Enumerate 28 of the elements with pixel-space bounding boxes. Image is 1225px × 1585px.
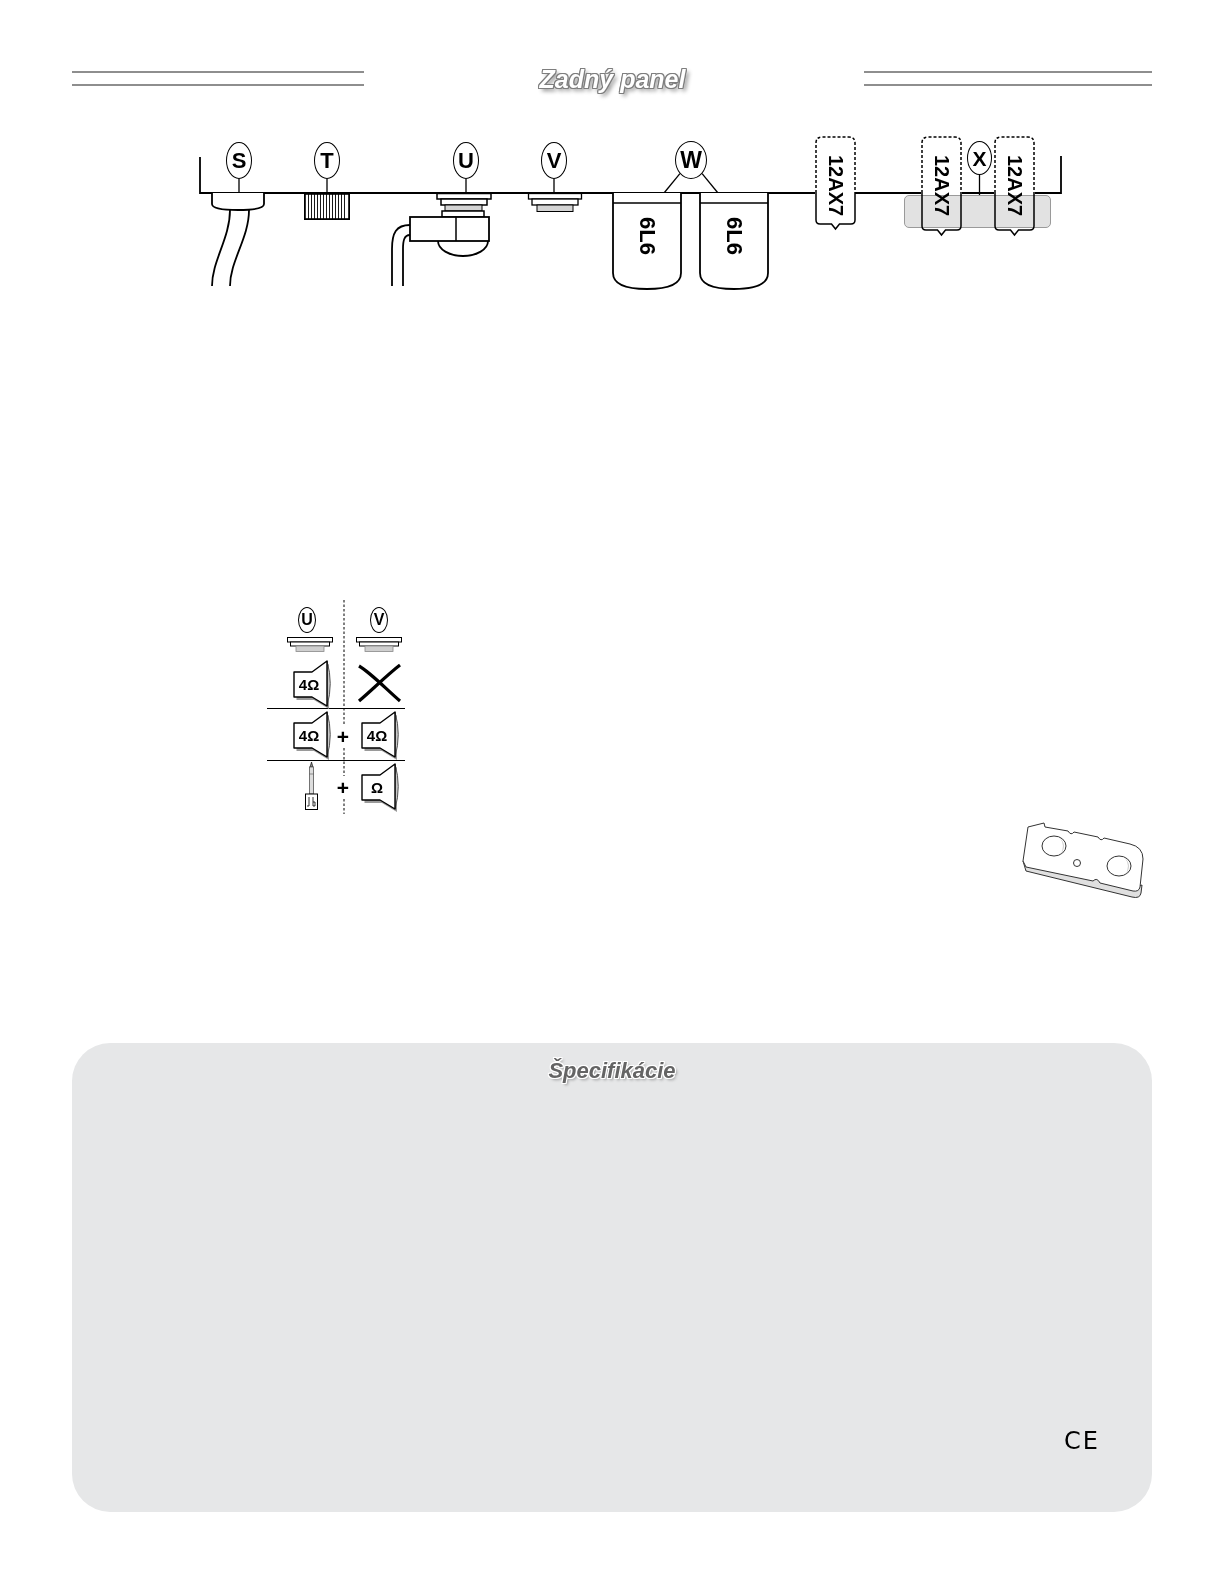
speaker-jack-with-plug bbox=[388, 193, 492, 286]
callout-bubble: U bbox=[298, 607, 316, 633]
callout-bubble: V bbox=[370, 607, 388, 633]
callout-bubble: X bbox=[967, 141, 992, 175]
panel-heading: Špecifikácie bbox=[547, 1057, 677, 1085]
speaker-jack bbox=[528, 193, 582, 212]
callout-bubble: U bbox=[453, 142, 479, 179]
specs-panel bbox=[72, 1043, 1152, 1512]
callout-bubble: W bbox=[675, 141, 707, 179]
leader-line bbox=[663, 172, 681, 194]
callout-bubble: T bbox=[314, 142, 340, 179]
leader-line bbox=[326, 178, 328, 194]
callout-bubble: V bbox=[541, 142, 567, 179]
power-cord bbox=[208, 193, 268, 286]
leader-line bbox=[553, 178, 555, 194]
callout-bubble: S bbox=[226, 142, 252, 179]
plus-sign: + bbox=[336, 776, 350, 798]
vacuum-tube: 12AX7 bbox=[815, 136, 856, 230]
vacuum-tube: 12AX7 bbox=[921, 136, 962, 236]
plus-sign: + bbox=[336, 725, 350, 747]
leader-line bbox=[465, 178, 467, 194]
vacuum-tube: 6L6 bbox=[699, 193, 769, 290]
ce-mark: CE bbox=[1064, 1428, 1100, 1455]
fuse-holder bbox=[304, 193, 350, 220]
leader-line bbox=[238, 178, 240, 194]
vacuum-tube: 6L6 bbox=[612, 193, 682, 290]
leader-line bbox=[701, 172, 719, 194]
vacuum-tube: 12AX7 bbox=[994, 136, 1035, 236]
